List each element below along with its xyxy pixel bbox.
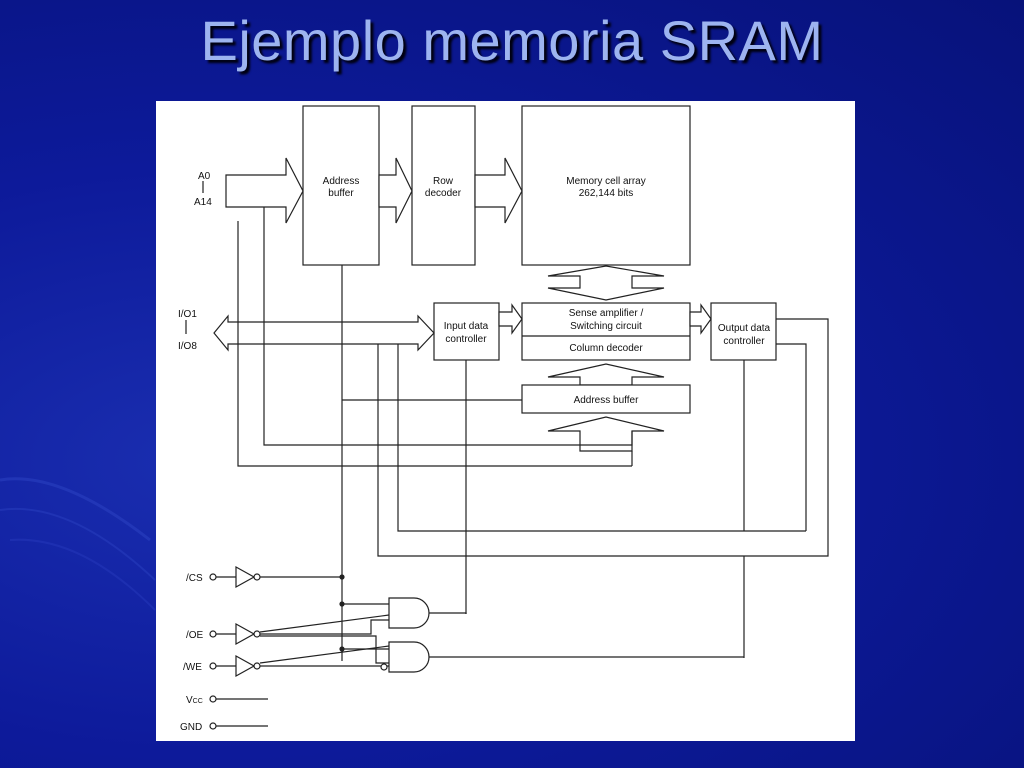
oe-inverter — [235, 622, 256, 646]
vcc-label: VCC — [186, 695, 203, 706]
input-controller-label-1: Input data — [444, 321, 489, 332]
diagram-panel: A0 A14 I/O1 I/O8 Address buffer Row deco… — [156, 101, 855, 741]
memory-array-label-1: Memory cell array — [566, 176, 645, 187]
io-pin-top: I/O1 — [178, 309, 197, 320]
vcc-pin — [209, 695, 217, 703]
io-bidirectional-arrow — [213, 314, 435, 352]
address-buffer-top-label-2: buffer — [328, 188, 354, 199]
address-buffer-top-block — [302, 105, 380, 266]
arrow-sense-to-output — [689, 303, 712, 335]
sram-block-diagram: A0 A14 I/O1 I/O8 Address buffer Row deco… — [178, 105, 829, 733]
gnd-pin — [209, 722, 217, 730]
cs-label: /CS — [186, 573, 203, 584]
we-label: /WE — [183, 662, 202, 673]
row-decoder-label-1: Row — [433, 176, 454, 187]
and-gate-input — [388, 641, 430, 673]
and-gate-output — [388, 597, 430, 629]
arrow-into-addrbuf-bottom — [547, 416, 665, 452]
oe-label: /OE — [186, 630, 204, 641]
arrow-array-sense — [547, 265, 665, 301]
sense-amp-column-block — [521, 302, 691, 361]
address-pin-bottom: A14 — [194, 197, 212, 208]
output-controller-label-1: Output data — [718, 323, 771, 334]
we-pin — [209, 662, 217, 670]
io-pin-bottom: I/O8 — [178, 341, 197, 352]
address-input-arrow — [225, 157, 304, 224]
memory-cell-array-block — [521, 105, 691, 266]
row-decoder-label-2: decoder — [425, 188, 462, 199]
arrow-input-to-sense — [498, 303, 523, 335]
oe-pin — [209, 630, 217, 638]
background-swirl — [0, 477, 156, 611]
address-buffer-bottom-label: Address buffer — [574, 395, 640, 406]
address-pin-top: A0 — [198, 171, 211, 182]
address-buffer-top-label-1: Address — [323, 176, 360, 187]
row-decoder-block — [411, 105, 476, 266]
arrow-buffer-to-decoder — [378, 157, 413, 224]
memory-array-label-2: 262,144 bits — [579, 188, 634, 199]
sense-amp-label-1: Sense amplifier / — [569, 308, 644, 319]
input-controller-label-2: controller — [445, 334, 487, 345]
output-data-controller-block — [710, 302, 777, 361]
cs-pin — [209, 573, 217, 581]
sense-amp-label-2: Switching circuit — [570, 321, 642, 332]
we-inverter — [235, 654, 256, 678]
output-controller-label-2: controller — [723, 336, 765, 347]
slide-title: Ejemplo memoria SRAM — [200, 9, 824, 72]
gnd-label: GND — [180, 722, 202, 733]
column-decoder-label: Column decoder — [569, 343, 643, 354]
arrow-addrbuf-to-column — [547, 363, 665, 386]
cs-inverter — [235, 565, 256, 589]
arrow-decoder-to-array — [474, 157, 523, 224]
address-buffer-bottom-block — [521, 384, 691, 414]
